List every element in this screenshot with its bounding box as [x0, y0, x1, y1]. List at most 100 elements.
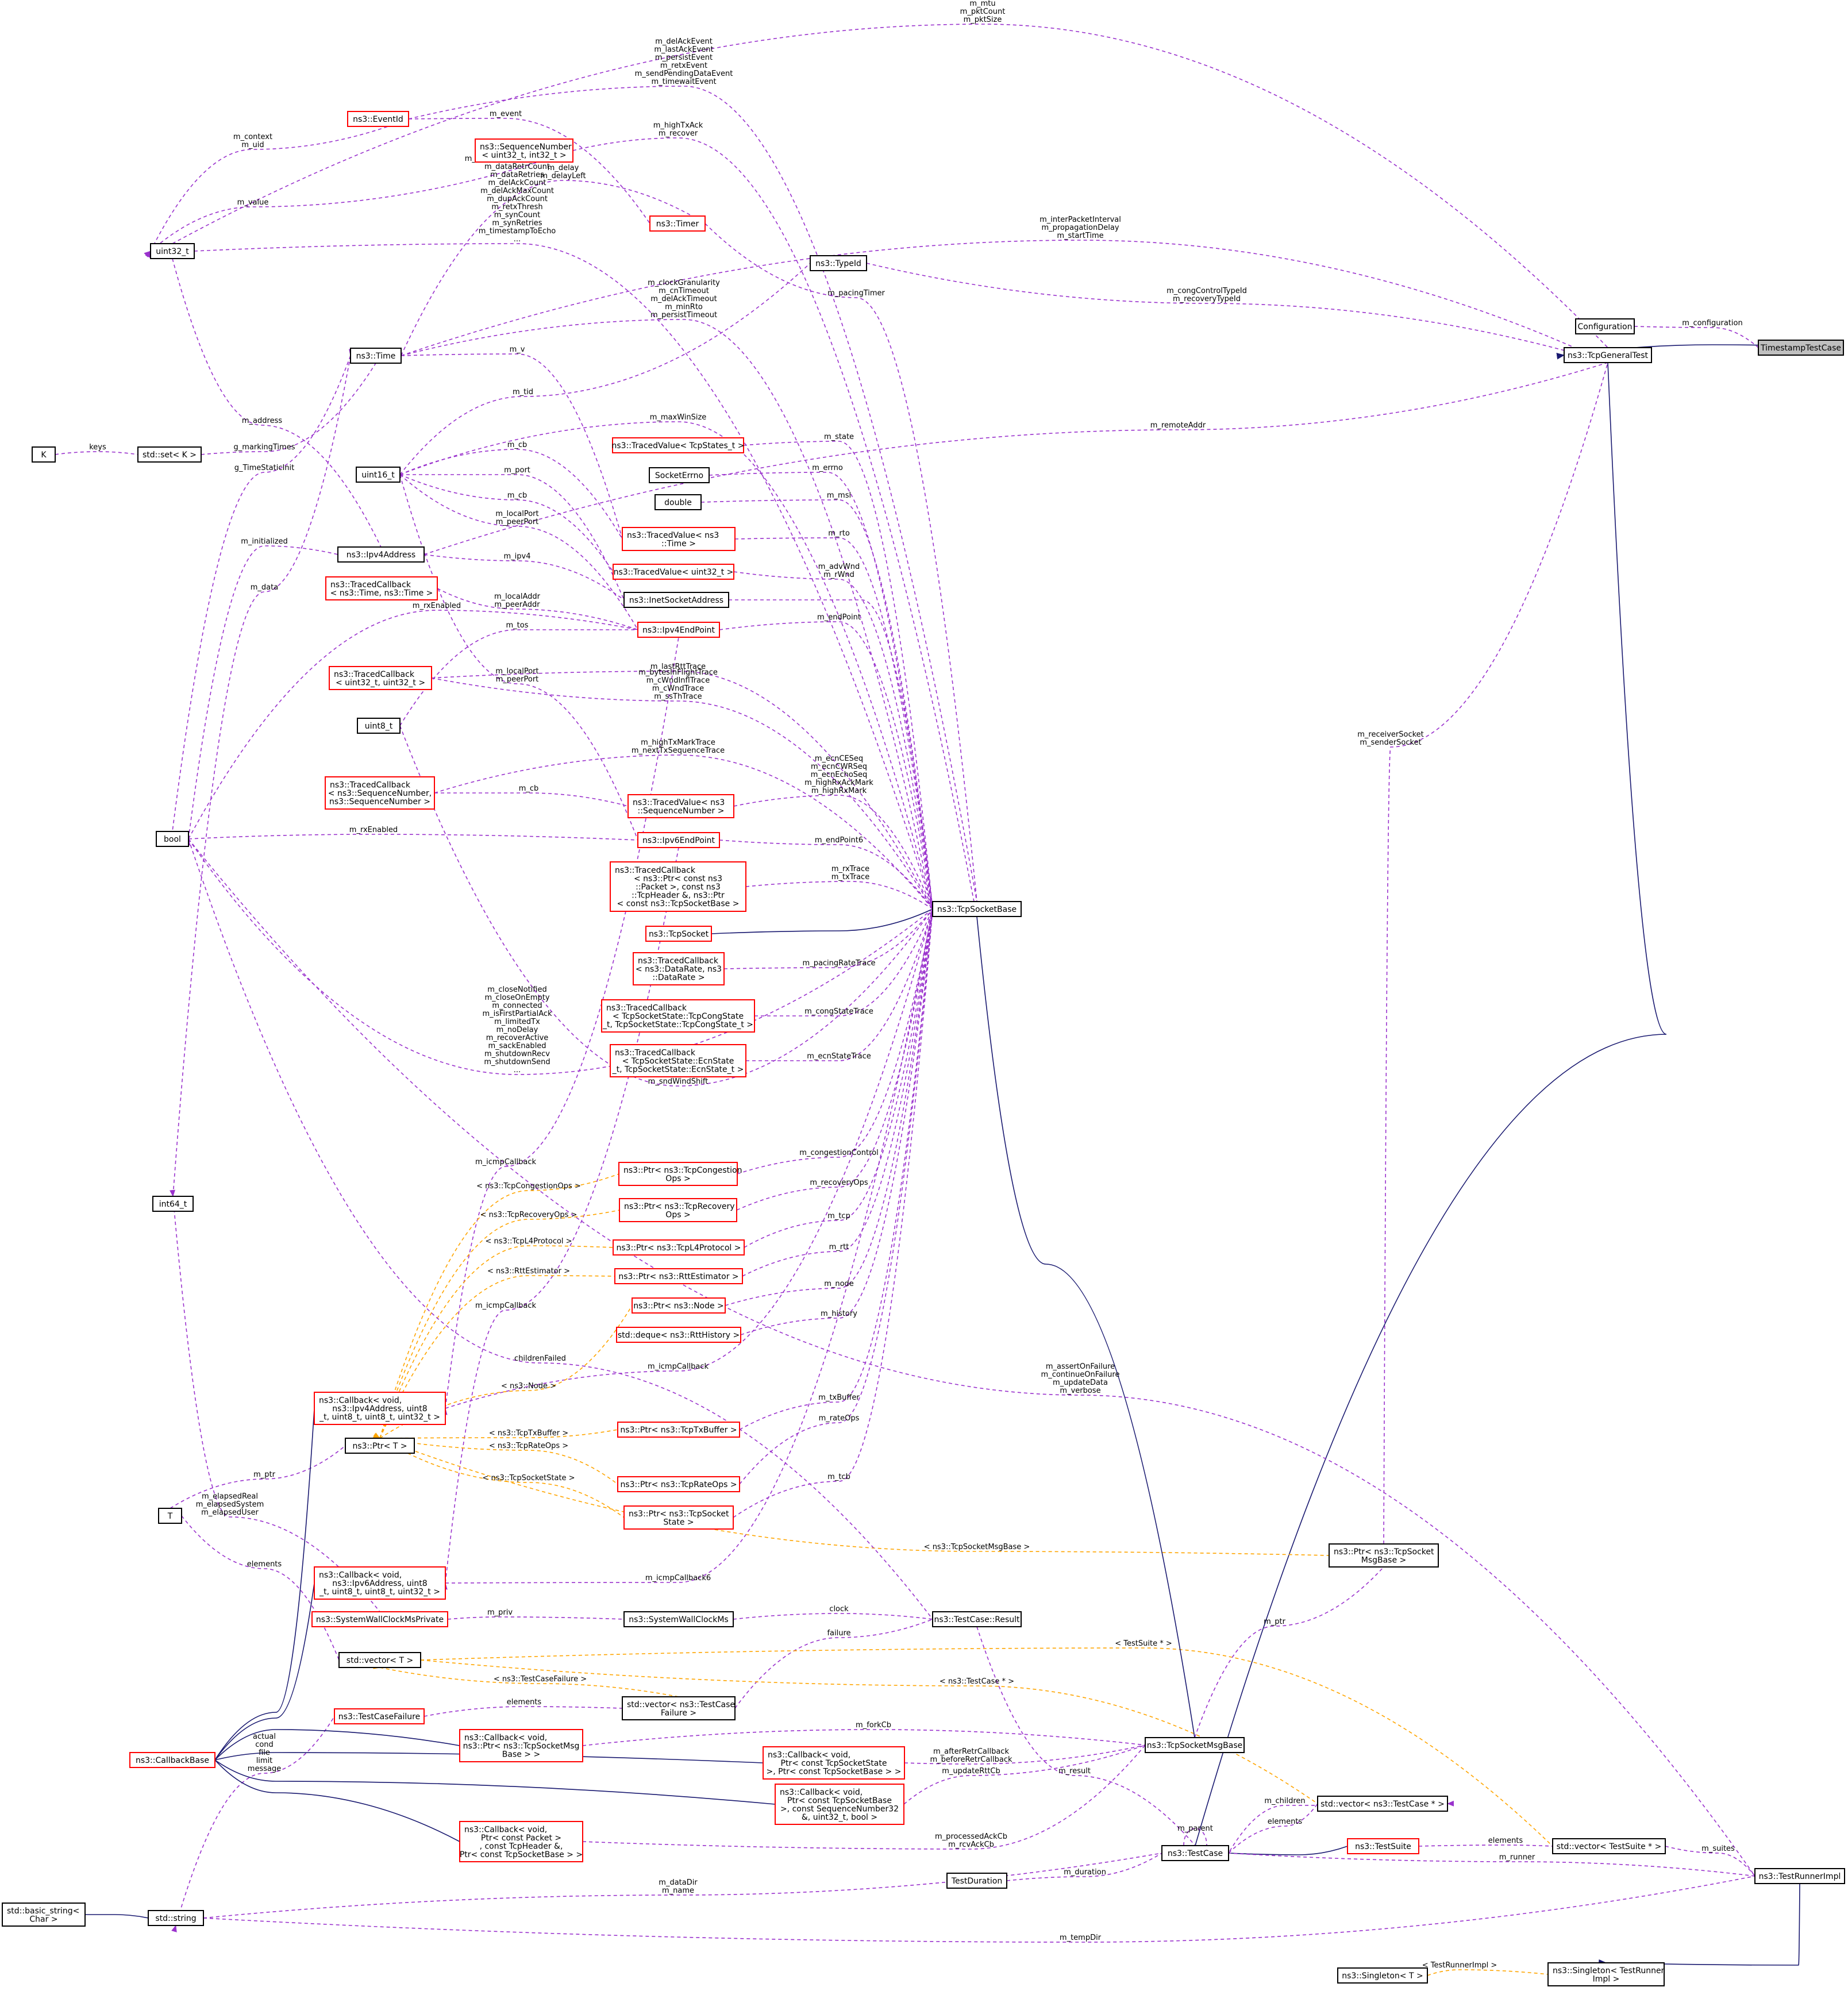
- class-node-box: [357, 718, 401, 734]
- class-node-label-line: < ns3::Time, ns3::Time >: [330, 588, 433, 598]
- edge-path: [372, 1432, 625, 1518]
- class-node-SingletonT[interactable]: ns3::Singleton< T >: [1337, 1967, 1428, 1984]
- class-node-SysWallPriv[interactable]: ns3::SystemWallClockMsPrivate: [311, 1611, 448, 1627]
- class-node-Ipv6EndPoint[interactable]: ns3::Ipv6EndPoint: [637, 832, 720, 848]
- class-node-TVuint32[interactable]: ns3::TracedValue< uint32_t >: [613, 564, 734, 580]
- class-node-CallbackBase[interactable]: ns3::CallbackBase: [129, 1752, 215, 1768]
- class-node-CBIpv6[interactable]: ns3::Callback< void,ns3::Ipv6Address, ui…: [314, 1566, 446, 1600]
- class-node-TCResult[interactable]: ns3::TestCase::Result: [932, 1611, 1022, 1627]
- edge-usage-PtrNode-to-TcpSocketBase: [718, 908, 933, 1310]
- edge-usage-uint32_t-to-EventId: [145, 118, 409, 259]
- class-node-EventId[interactable]: ns3::EventId: [347, 111, 409, 127]
- class-node-bool[interactable]: bool: [156, 831, 189, 847]
- class-node-label-line: < TcpSocketState::EcnState: [622, 1057, 734, 1066]
- class-node-PtrT[interactable]: ns3::Ptr< T >: [345, 1438, 415, 1454]
- class-node-stdset[interactable]: std::set< K >: [137, 446, 202, 463]
- edge-label: m_icmpCallback: [475, 1158, 536, 1166]
- class-node-basicstring[interactable]: std::basic_string<Char >: [2, 1903, 86, 1927]
- class-node-TcpSocketMsgBase[interactable]: ns3::TcpSocketMsgBase: [1145, 1737, 1245, 1753]
- class-node-Ipv4Address[interactable]: ns3::Ipv4Address: [337, 546, 425, 563]
- class-node-TVTime[interactable]: ns3::TracedValue< ns3::Time >: [622, 527, 736, 551]
- edge-label-line: m_tos: [506, 621, 529, 630]
- class-node-stdstring[interactable]: std::string: [148, 1910, 204, 1926]
- class-node-TestDuration[interactable]: TestDuration: [946, 1873, 1007, 1889]
- class-node-int64_t[interactable]: int64_t: [152, 1196, 194, 1212]
- class-node-TestRunnerImpl[interactable]: ns3::TestRunnerImpl: [1754, 1868, 1845, 1884]
- edge-label-line: m_minRto: [665, 303, 703, 311]
- class-node-TCEcnState[interactable]: ns3::TracedCallback< TcpSocketState::Ecn…: [610, 1044, 746, 1077]
- edge-label-line: m_cb: [519, 784, 539, 793]
- class-node-label: ns3::TracedCallback< TcpSocketState::Ecn…: [612, 1049, 744, 1075]
- edge-label: < ns3::TestCaseFailure >: [494, 1675, 587, 1684]
- class-node-PtrTxBuf[interactable]: ns3::Ptr< ns3::TcpTxBuffer >: [617, 1422, 740, 1438]
- edge-label: g_markingTimes: [234, 443, 295, 452]
- class-node-CBSeqNum[interactable]: ns3::Callback< void,Ptr< const TcpSocket…: [775, 1784, 904, 1825]
- edge-label-line: m_rWnd: [823, 571, 854, 579]
- class-node-PtrL4[interactable]: ns3::Ptr< ns3::TcpL4Protocol >: [613, 1239, 745, 1256]
- class-node-label-line: std::vector< T >: [346, 1656, 413, 1665]
- class-node-CBPtrMsg[interactable]: ns3::Callback< void,ns3::Ptr< ns3::TcpSo…: [459, 1729, 583, 1762]
- class-node-CBSockState[interactable]: ns3::Callback< void,Ptr< const TcpSocket…: [763, 1746, 905, 1780]
- class-node-TVTcpStates[interactable]: ns3::TracedValue< TcpStates_t >: [612, 437, 745, 453]
- class-node-TCDataRate[interactable]: ns3::TracedCallback< ns3::DataRate, ns3:…: [633, 952, 725, 985]
- class-node-box: [649, 215, 706, 232]
- class-node-label: ns3::InetSocketAddress: [629, 596, 723, 605]
- edge-label-line: m_endPoint6: [815, 836, 863, 845]
- class-node-CBPacket[interactable]: ns3::Callback< void,Ptr< const Packet >,…: [459, 1821, 583, 1862]
- edge-label-line: m_persistEvent: [655, 53, 713, 62]
- class-node-TcpSocketBase[interactable]: ns3::TcpSocketBase: [932, 901, 1022, 917]
- class-node-uint8_t[interactable]: uint8_t: [357, 718, 401, 734]
- edge-label: m_runner: [1499, 1853, 1535, 1862]
- class-node-TCCongState[interactable]: ns3::TracedCallback< TcpSocketState::Tcp…: [601, 999, 755, 1033]
- class-node-TcpSocket[interactable]: ns3::TcpSocket: [645, 926, 712, 942]
- edge-path: [733, 908, 933, 1340]
- class-node-uint32_t[interactable]: uint32_t: [150, 243, 195, 259]
- class-node-PtrRateOps[interactable]: ns3::Ptr< ns3::TcpRateOps >: [617, 1476, 740, 1492]
- class-node-PtrNode[interactable]: ns3::Ptr< ns3::Node >: [632, 1297, 726, 1314]
- edge-path: [1380, 362, 1608, 1551]
- class-node-TCuint32[interactable]: ns3::TracedCallback< uint32_t, uint32_t …: [329, 666, 432, 690]
- class-node-SocketErrno[interactable]: SocketErrno: [649, 467, 710, 483]
- class-node-label-line: ns3::Ptr< ns3::TcpTxBuffer >: [620, 1426, 737, 1435]
- class-node-double[interactable]: double: [654, 494, 702, 510]
- class-node-DequeRtt[interactable]: std::deque< ns3::RttHistory >: [616, 1327, 741, 1343]
- class-node-TCSeqSeq[interactable]: ns3::TracedCallback< ns3::SequenceNumber…: [325, 776, 435, 810]
- class-node-TestCaseFailure[interactable]: ns3::TestCaseFailure: [334, 1708, 425, 1724]
- edge-usage-PtrTxBuf-to-TcpSocketBase: [732, 908, 933, 1435]
- class-node-TcpGeneralTest[interactable]: ns3::TcpGeneralTest: [1564, 347, 1652, 363]
- edge-label-line: < ns3::TcpL4Protocol >: [485, 1237, 572, 1246]
- class-node-uint16_t[interactable]: uint16_t: [356, 467, 401, 483]
- class-node-K[interactable]: K: [32, 446, 56, 463]
- class-node-TCTimeTime[interactable]: ns3::TracedCallback< ns3::Time, ns3::Tim…: [325, 576, 438, 600]
- class-node-SequenceNumber[interactable]: ns3::SequenceNumber< uint32_t, int32_t >: [475, 138, 573, 163]
- class-node-TestCase[interactable]: ns3::TestCase: [1161, 1845, 1229, 1861]
- class-node-SysWall[interactable]: ns3::SystemWallClockMs: [623, 1611, 734, 1627]
- class-node-TypeId[interactable]: ns3::TypeId: [810, 255, 867, 271]
- class-node-TVSeq[interactable]: ns3::TracedValue< ns3::SequenceNumber >: [627, 794, 734, 818]
- edge-label: m_event: [490, 110, 522, 118]
- edge-path: [48, 451, 138, 459]
- class-node-Configuration[interactable]: Configuration: [1575, 318, 1635, 334]
- class-node-TCPacket[interactable]: ns3::TracedCallback< ns3::Ptr< const ns3…: [610, 861, 746, 912]
- class-node-vectorTestCase[interactable]: std::vector< ns3::TestCase * >: [1317, 1796, 1448, 1812]
- class-node-T[interactable]: T: [158, 1508, 182, 1524]
- class-node-Ipv4EndPoint[interactable]: ns3::Ipv4EndPoint: [637, 622, 720, 638]
- edge-path: [860, 259, 1608, 363]
- edge-inherit-SingletonRunner-to-TestRunnerImpl: [1599, 1883, 1800, 1966]
- class-node-Time[interactable]: ns3::Time: [350, 348, 402, 364]
- class-node-vectorTestSuite[interactable]: std::vector< TestSuite * >: [1552, 1838, 1666, 1854]
- class-node-InetSocketAddress[interactable]: ns3::InetSocketAddress: [623, 592, 729, 608]
- edge-path: [1222, 1803, 1318, 1860]
- class-node-vectorT[interactable]: std::vector< T >: [338, 1652, 421, 1668]
- class-node-PtrRtt[interactable]: ns3::Ptr< ns3::RttEstimator >: [614, 1268, 743, 1284]
- class-node-CBIpv4[interactable]: ns3::Callback< void,ns3::Ipv4Address, ui…: [314, 1392, 446, 1425]
- class-node-TestSuite[interactable]: ns3::TestSuite: [1347, 1838, 1419, 1854]
- class-node-Timer[interactable]: ns3::Timer: [649, 215, 706, 232]
- edge-usage-PtrCongOps-to-TcpSocketBase: [730, 908, 933, 1179]
